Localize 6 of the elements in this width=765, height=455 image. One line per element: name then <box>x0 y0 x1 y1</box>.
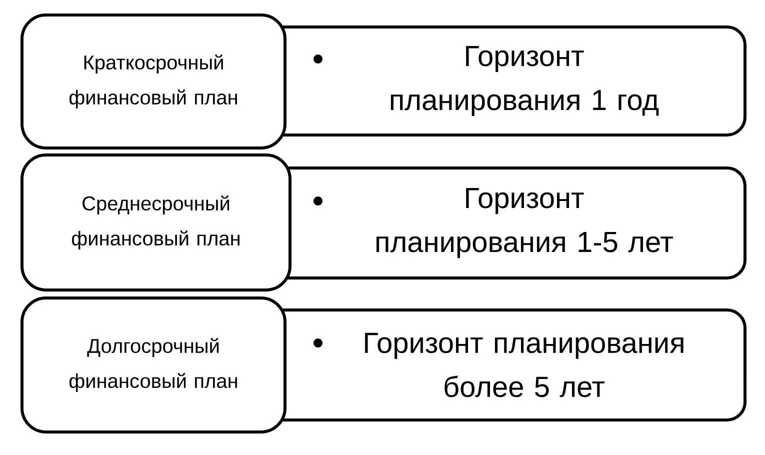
label-box: Долгосрочный финансовый план <box>20 296 286 434</box>
text-box: Горизонт планирования более 5 лет <box>264 308 746 422</box>
label-box: Среднесрочный финансовый план <box>20 154 292 292</box>
label-box: Краткосрочный финансовый план <box>20 14 286 150</box>
text-box: Горизонт планирования 1 год <box>264 26 746 136</box>
text-box: Горизонт планирования 1-5 лет <box>264 166 746 280</box>
